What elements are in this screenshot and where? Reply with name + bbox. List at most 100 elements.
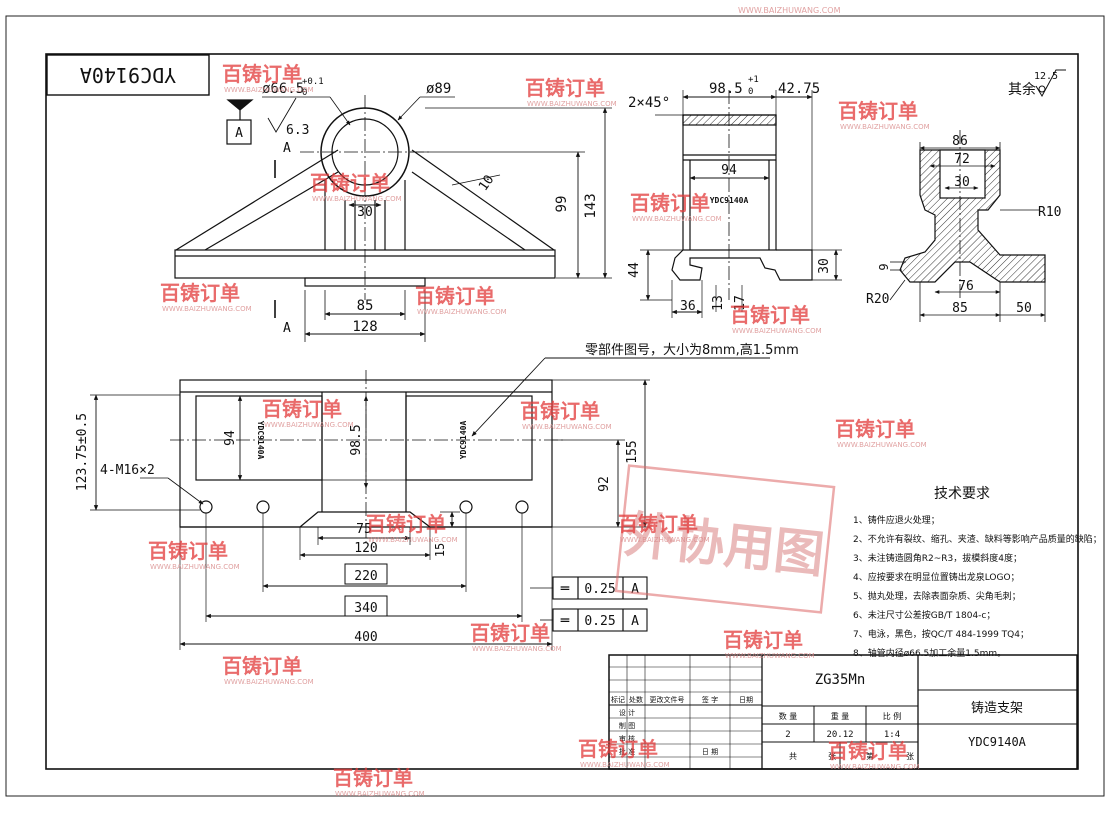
role-label: 批 准 [619,747,635,756]
svg-text:WWW.BAIZHUWANG.COM: WWW.BAIZHUWANG.COM [527,100,617,108]
plan-15: 15 [433,543,447,557]
roughness-value: 6.3 [286,123,309,138]
svg-text:百铸订单: 百铸订单 [310,171,390,195]
svg-text:WWW.BAIZHUWANG.COM: WWW.BAIZHUWANG.COM [632,215,722,223]
gdt-2-value: 0.25 [584,614,615,629]
sheet-suffix: 张 [906,752,914,761]
tech-req-item: 5、抛丸处理，去除表面杂质、尖角毛刺； [853,590,1021,602]
plan-75: 75 [356,522,372,537]
svg-text:WWW.BAIZHUWANG.COM: WWW.BAIZHUWANG.COM [264,421,354,429]
dim-13: 13 [711,295,726,311]
gdt-1-value: 0.25 [584,582,615,597]
plan-mark-right: YDC9140A [459,421,468,460]
plan-340: 340 [354,601,377,616]
weight-label: 重 量 [831,711,850,721]
tech-req-title: 技术要求 [934,486,990,502]
qty-label: 数 量 [779,711,798,721]
dim-30-top: 30 [357,205,373,220]
sheets-total-suffix: 张 [828,752,836,761]
svg-text:百铸订单: 百铸订单 [222,654,302,678]
drawing-number: YDC9140A [968,735,1027,749]
plan-92: 92 [597,476,612,492]
plan-155: 155 [625,440,640,463]
svg-text:百铸订单: 百铸订单 [838,99,918,123]
plan-98-5: 98.5 [349,424,364,455]
chamfer: 2×45° [628,95,670,111]
sec-86: 86 [952,134,968,149]
side-width-tol-lower: 0 [748,87,753,97]
logo-mark: YDC9140A [710,196,749,205]
roughness-other: 其余 12.5 [1008,69,1066,98]
tech-req-item: 6、未注尺寸公差按GB/T 1804-c； [853,609,995,621]
svg-text:百铸订单: 百铸订单 [160,281,240,305]
gdt-1-symbol: ═ [560,581,570,597]
svg-text:百铸订单: 百铸订单 [828,739,908,763]
callout-logo-text: 零部件图号，大小为8mm,高1.5mm [585,342,799,358]
gdt-2-datum: A [631,614,639,629]
tech-req-item: 2、不允许有裂纹、缩孔、夹渣、缺料等影响产品质量的缺陷； [853,533,1102,545]
bore-dim: ø66.5 [262,81,304,97]
roughness-other-label: 其余 [1008,81,1036,98]
svg-text:WWW.BAIZHUWANG.COM: WWW.BAIZHUWANG.COM [725,652,815,660]
dim-128: 128 [352,319,377,335]
material: ZG35Mn [815,672,866,688]
scale-value: 1:4 [884,730,900,740]
svg-text:WWW.BAIZHUWANG.COM: WWW.BAIZHUWANG.COM [837,441,927,449]
svg-text:百铸订单: 百铸订单 [835,417,915,441]
svg-text:WWW.BAIZHUWANG.COM: WWW.BAIZHUWANG.COM [580,761,670,769]
dim-17: 17 [733,295,748,311]
logo-callout [471,357,770,437]
rev-header: 签 字 [702,695,718,704]
role-label: 制 图 [619,721,635,730]
front-view [174,95,612,342]
tech-req-item: 7、电泳，黑色，按QC/T 484-1999 TQ4； [853,628,1029,640]
weight-value: 20.12 [826,730,853,740]
inner-border [45,53,1079,770]
svg-text:百铸订单: 百铸订单 [618,512,698,536]
sheet-label: 第 [866,751,874,761]
datum-label: A [235,126,243,141]
dim-99: 99 [554,196,570,213]
tech-req-item: 1、铸件应退火处理； [853,514,940,526]
svg-text:百铸订单: 百铸订单 [525,76,605,100]
svg-text:百铸订单: 百铸订单 [470,621,550,645]
plan-400: 400 [354,630,377,645]
dim-36: 36 [680,299,696,314]
dim-143: 143 [583,193,599,218]
svg-text:百铸订单: 百铸订单 [148,539,228,563]
section-label-a: A [283,141,291,156]
section-label-a2: A [283,321,291,336]
tech-req-item: 8、轴管内径ø66.5加工余量1.5mm。 [853,647,1006,659]
dim-44: 44 [627,262,642,278]
plan-220: 220 [354,569,377,584]
svg-text:百铸订单: 百铸订单 [262,397,342,421]
plan-94: 94 [223,430,238,446]
sec-9: 9 [877,263,891,270]
rev-header: 日期 [739,696,753,704]
side-width: 98.5 [709,81,743,97]
plan-holes: 4-M16×2 [100,463,155,478]
plan-123-75: 123.75±0.5 [75,413,90,491]
svg-text:WWW.BAIZHUWANG.COM: WWW.BAIZHUWANG.COM [312,195,402,203]
roughness-other-value: 12.5 [1034,71,1058,82]
roughness-symbol-icon [1035,69,1066,98]
svg-text:WWW.BAIZHUWANG.COM: WWW.BAIZHUWANG.COM [224,86,314,94]
rev-header: 处数 [629,695,643,704]
tech-req-item: 4、应按要求在明显位置铸出龙泉LOGO； [853,571,1020,583]
sec-72: 72 [954,152,970,167]
rev-header: 标记 [611,695,625,704]
svg-text:WWW.BAIZHUWANG.COM: WWW.BAIZHUWANG.COM [840,123,930,131]
dim-30-side: 30 [817,258,832,274]
svg-text:百铸订单: 百铸订单 [578,737,658,761]
scale-label: 比 例 [883,711,902,721]
